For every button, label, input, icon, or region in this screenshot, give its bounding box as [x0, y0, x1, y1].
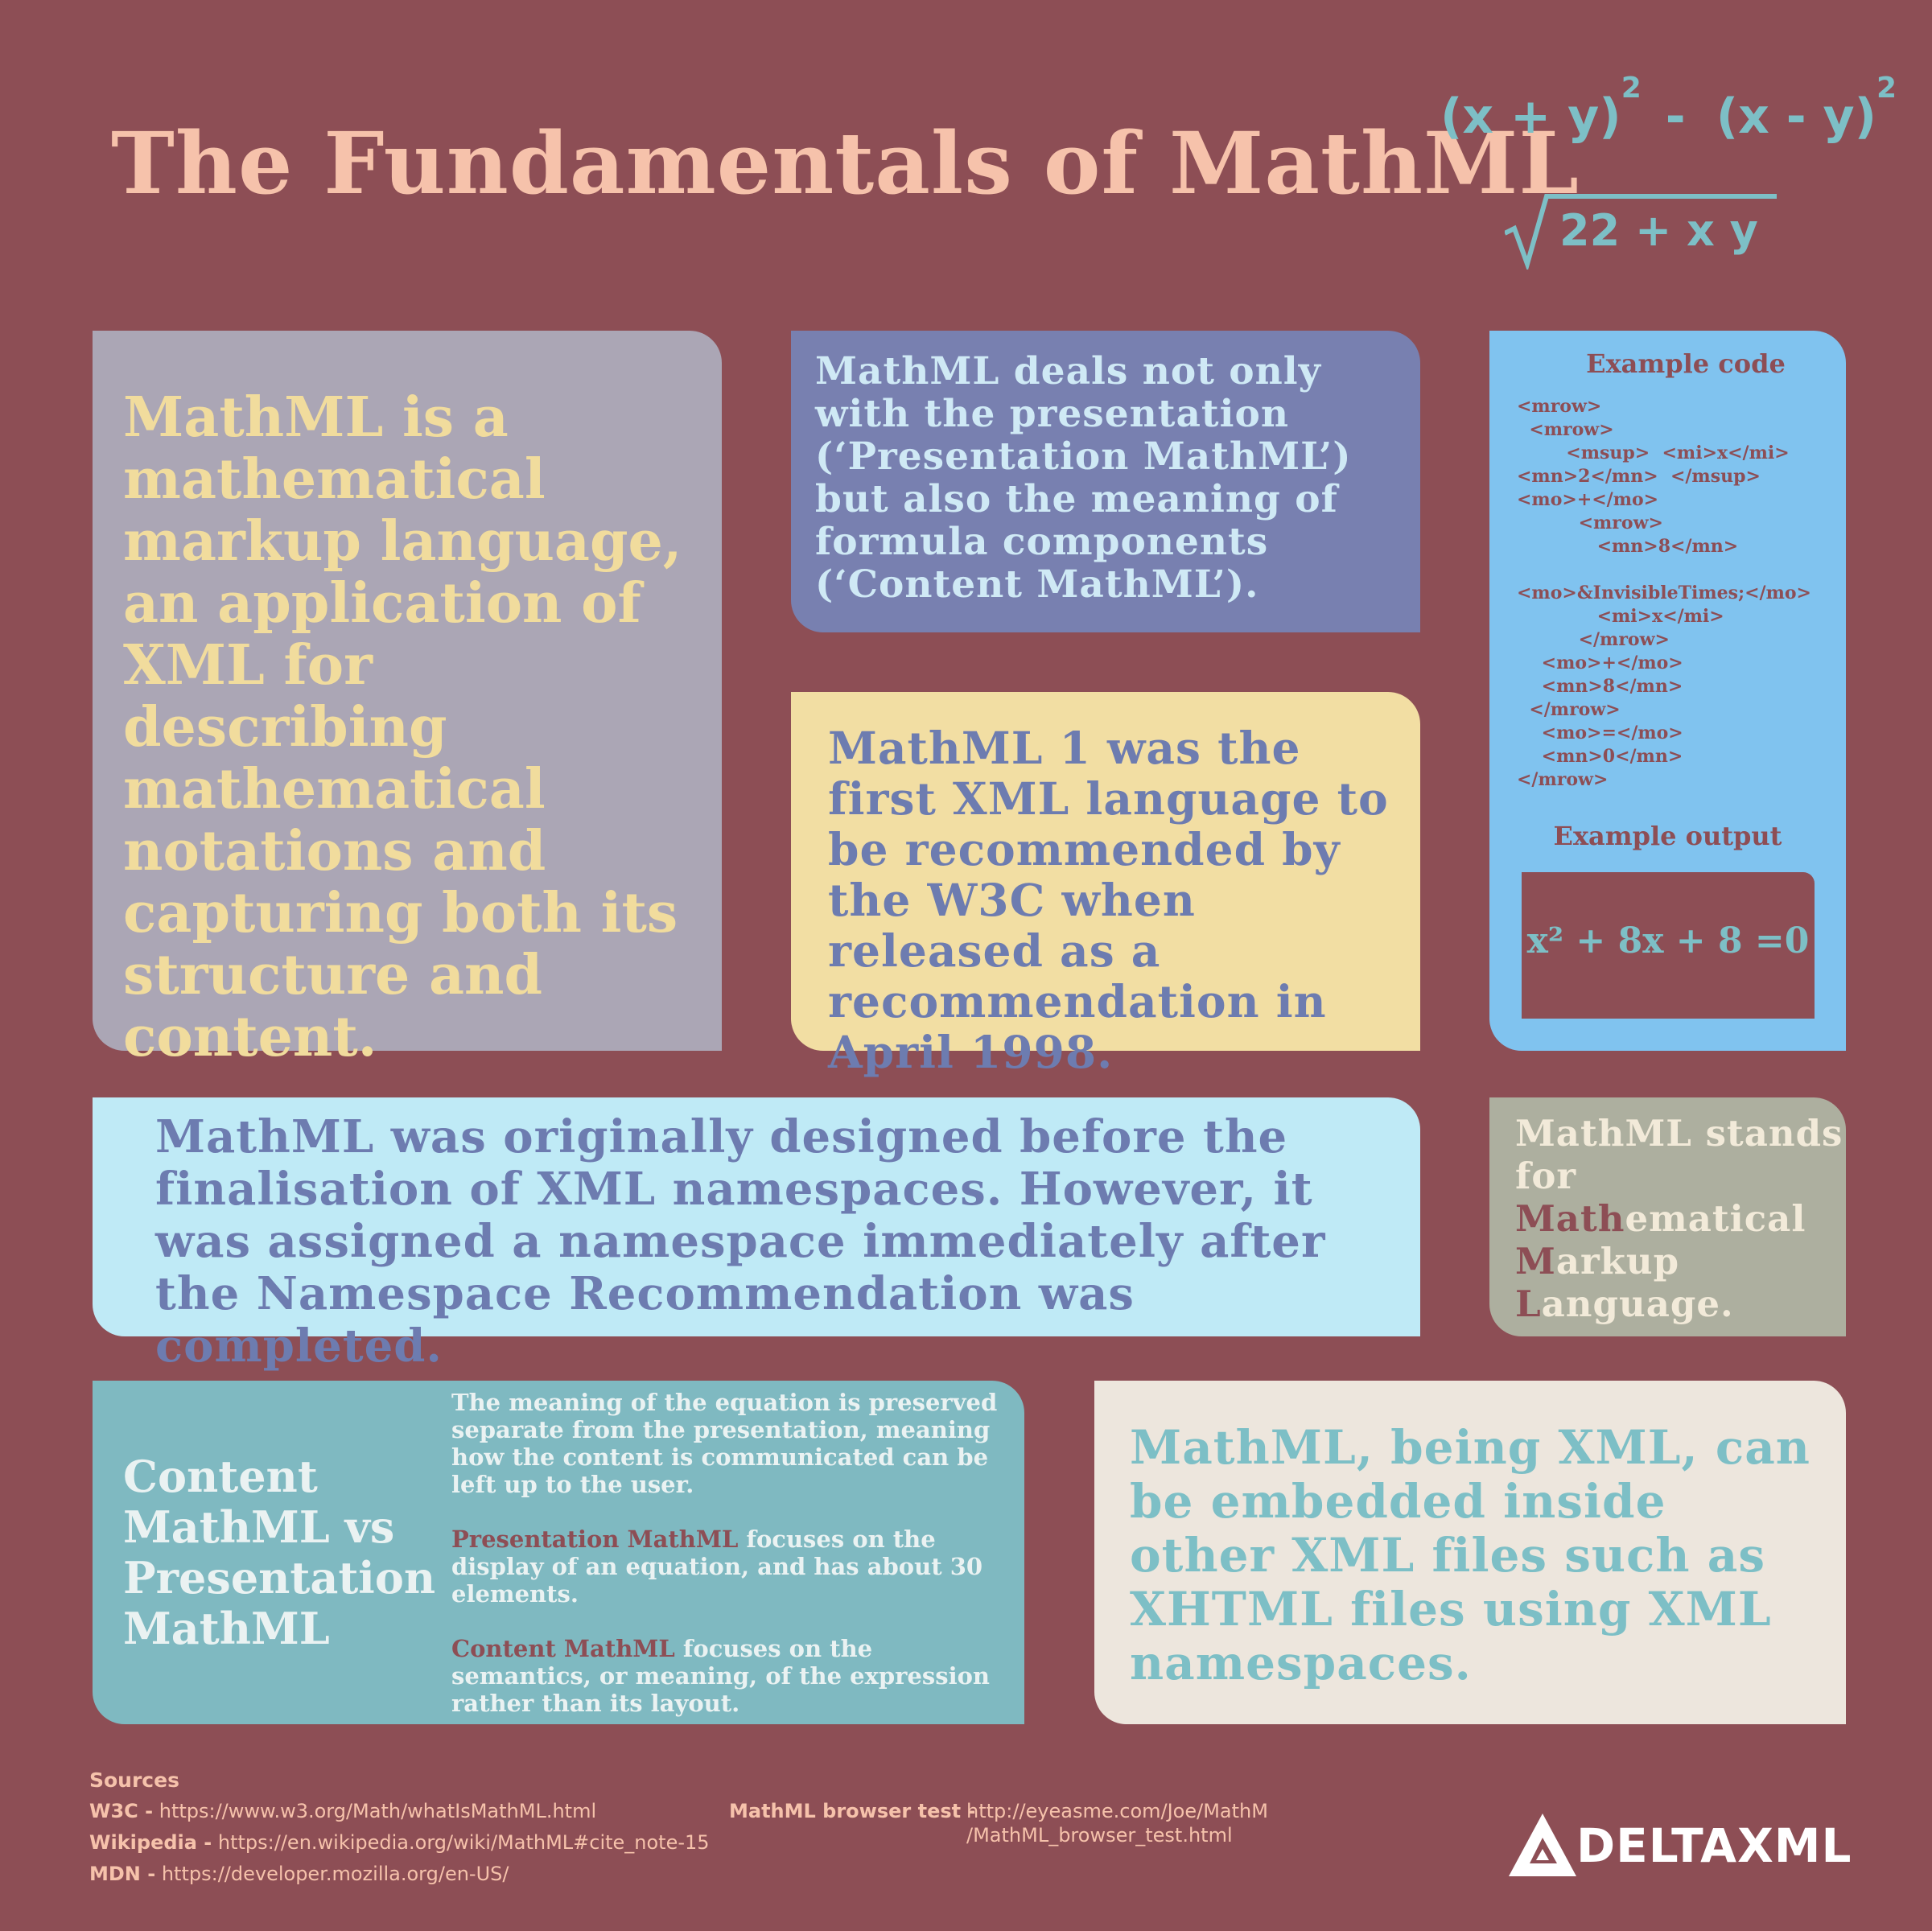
acronym-card: MathML stands for Mathematical Markup La…: [1489, 1097, 1846, 1336]
content-vs-heading: Content MathML vs Presentation MathML: [123, 1451, 436, 1654]
definition-card: MathML is a mathematical markup language…: [93, 331, 722, 1068]
source-browser-test-url-2[interactable]: /MathML_browser_test.html: [966, 1824, 1233, 1847]
acronym-math-rest: ematical: [1625, 1197, 1806, 1240]
formula-denominator: 22 + x y: [1559, 205, 1758, 256]
content-vs-presentation-card: Content MathML vs Presentation MathML Th…: [93, 1381, 1024, 1724]
source-mdn-label: MDN -: [89, 1863, 156, 1885]
presentation-card: MathML deals not only with the presentat…: [791, 331, 1420, 632]
source-w3c[interactable]: W3C - https://www.w3.org/Math/whatIsMath…: [89, 1800, 596, 1822]
source-wikipedia-label: Wikipedia -: [89, 1831, 212, 1854]
content-vs-p2: Presentation MathML focuses on the displ…: [451, 1525, 1015, 1608]
example-card: Example code <mrow> <mrow> <msup> <mi>x<…: [1489, 331, 1846, 1051]
acronym-intro: MathML stands for: [1515, 1112, 1843, 1197]
formula-term2: (x - y): [1716, 89, 1877, 145]
acronym-language: L: [1515, 1283, 1542, 1325]
presentation-text: MathML deals not only with the presentat…: [815, 349, 1352, 607]
sources-title: Sources: [89, 1768, 179, 1792]
deltaxml-wordmark: DELTAXML: [1576, 1818, 1852, 1873]
source-wikipedia-url[interactable]: https://en.wikipedia.org/wiki/MathML#cit…: [212, 1831, 710, 1854]
source-mdn[interactable]: MDN - https://developer.mozilla.org/en-U…: [89, 1863, 509, 1885]
deltaxml-logo: DELTAXML: [1509, 1814, 1851, 1878]
namespaces-text: MathML was originally designed before th…: [155, 1110, 1326, 1373]
embedding-text: MathML, being XML, can be embedded insid…: [1130, 1420, 1810, 1690]
namespaces-card: MathML was originally designed before th…: [93, 1097, 1420, 1373]
example-output: x² + 8x + 8 =0: [1526, 920, 1810, 961]
history-card: MathML 1 was the first XML language to b…: [791, 692, 1420, 1077]
formula-term1: (x + y): [1440, 89, 1621, 145]
content-vs-p2-rest: focuses on the display of an equation, a…: [451, 1525, 983, 1608]
content-mathml-term: Content MathML: [451, 1635, 675, 1662]
example-output-box: x² + 8x + 8 =0: [1522, 872, 1815, 1019]
content-vs-p3: Content MathML focuses on the semantics,…: [451, 1635, 1015, 1717]
definition-text: MathML is a mathematical markup language…: [123, 385, 682, 1069]
decorative-formula: (x + y)2-(x - y)2 22 + x y: [1440, 56, 1897, 270]
source-w3c-url[interactable]: https://www.w3.org/Math/whatIsMathML.htm…: [153, 1800, 597, 1822]
acronym-math: Math: [1515, 1197, 1625, 1240]
example-output-heading: Example output: [1553, 821, 1782, 851]
source-wikipedia[interactable]: Wikipedia - https://en.wikipedia.org/wik…: [89, 1831, 710, 1854]
content-vs-p3-rest: focuses on the semantics, or meaning, of…: [451, 1635, 991, 1717]
source-browser-test-label: MathML browser test -: [729, 1800, 976, 1822]
formula-exp2: 2: [1876, 72, 1897, 105]
square-root-icon: [1505, 194, 1777, 270]
embedding-card: MathML, being XML, can be embedded insid…: [1094, 1381, 1846, 1724]
presentation-mathml-term: Presentation MathML: [451, 1525, 739, 1553]
formula-exp1: 2: [1621, 72, 1642, 105]
acronym-language-rest: anguage.: [1541, 1283, 1734, 1325]
source-w3c-label: W3C -: [89, 1800, 154, 1822]
source-browser-test-url-1[interactable]: http://eyeasme.com/Joe/MathM: [966, 1800, 1268, 1822]
source-mdn-url[interactable]: https://developer.mozilla.org/en-US/: [155, 1863, 509, 1885]
history-text: MathML 1 was the first XML language to b…: [828, 722, 1389, 1078]
acronym-text: MathML stands for Mathematical Markup La…: [1515, 1112, 1846, 1325]
example-code-heading: Example code: [1586, 348, 1786, 379]
acronym-markup: M: [1515, 1240, 1556, 1283]
acronym-markup-rest: arkup: [1555, 1240, 1680, 1283]
deltaxml-logo-icon: [1509, 1814, 1576, 1876]
formula-minus: -: [1665, 89, 1686, 145]
example-code: <mrow> <mrow> <msup> <mi>x</mi> <mn>2</m…: [1517, 396, 1811, 790]
content-vs-body: The meaning of the equation is preserved…: [451, 1389, 1015, 1744]
content-vs-p1: The meaning of the equation is preserved…: [451, 1389, 998, 1498]
formula-numerator: (x + y)2-(x - y)2: [1440, 72, 1897, 145]
page-title: The Fundamentals of MathML: [111, 113, 1580, 213]
